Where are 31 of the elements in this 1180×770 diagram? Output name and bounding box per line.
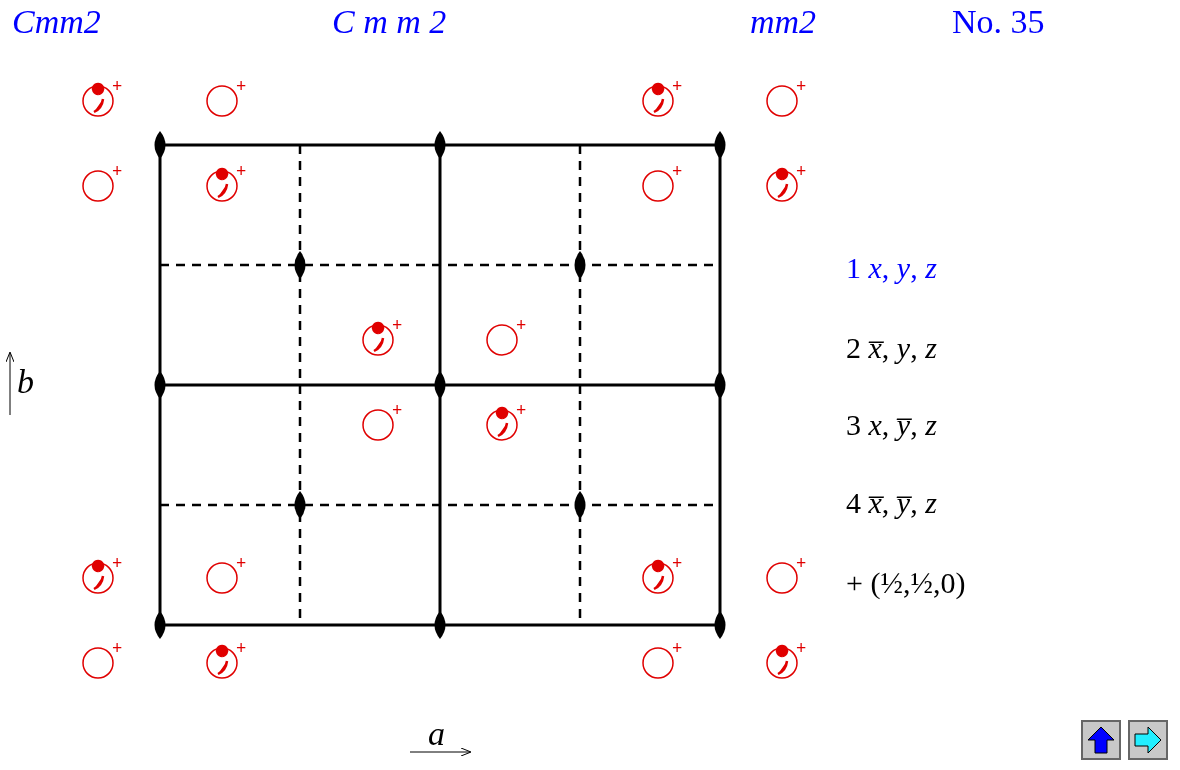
symmetry-heading: No. 35 [952, 2, 1045, 42]
height-sign: + [672, 162, 683, 180]
height-sign: + [516, 401, 527, 419]
height-sign: + [796, 554, 807, 572]
height-sign: + [236, 162, 247, 180]
symmetry-heading: mm2 [750, 2, 817, 42]
height-sign: + [392, 401, 403, 419]
height-sign: + [516, 316, 527, 334]
height-sign: + [796, 77, 807, 95]
height-sign: + [236, 554, 247, 572]
height-sign: + [672, 554, 683, 572]
coordinate-triplet: + (½,½,0) [846, 565, 966, 601]
height-sign: + [672, 77, 683, 95]
coordinate-triplet: 1 x, y, z [846, 250, 937, 286]
height-sign: + [112, 554, 123, 572]
height-sign: + [796, 639, 807, 657]
coordinate-triplet: 4 x̅, y̅, z [846, 485, 937, 521]
coordinate-triplet: 2 x̅, y, z [846, 330, 937, 366]
axis-label: b [17, 362, 34, 402]
height-sign: + [236, 639, 247, 657]
height-sign: + [112, 639, 123, 657]
height-sign: + [796, 162, 807, 180]
symmetry-heading: C m m 2 [332, 2, 447, 42]
coordinate-triplet: 3 x, y̅, z [846, 407, 937, 443]
axis-label: a [428, 714, 445, 754]
height-sign: + [112, 77, 123, 95]
height-sign: + [392, 316, 403, 334]
symmetry-heading: Cmm2 [12, 2, 101, 42]
height-sign: + [236, 77, 247, 95]
height-sign: + [672, 639, 683, 657]
height-sign: + [112, 162, 123, 180]
